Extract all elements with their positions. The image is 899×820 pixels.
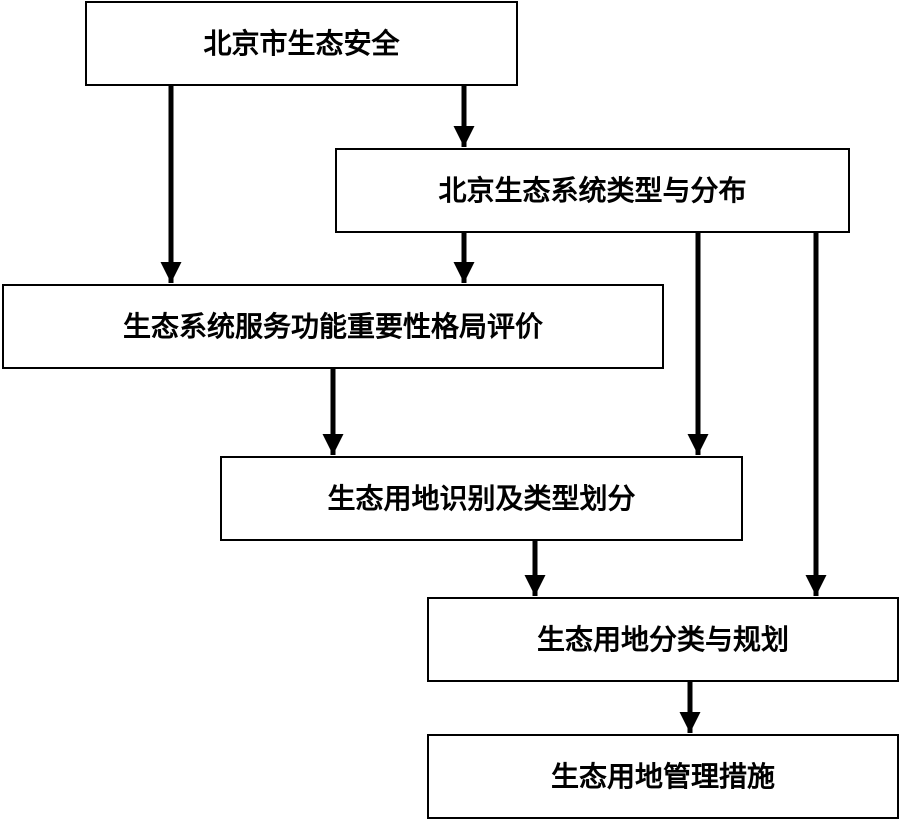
- node-ecosystem-types-distribution: 北京生态系统类型与分布: [335, 148, 850, 233]
- node-ecological-land-classification-planning: 生态用地分类与规划: [427, 597, 899, 682]
- node-label: 北京市生态安全: [203, 26, 400, 60]
- node-beijing-ecological-security: 北京市生态安全: [85, 1, 518, 86]
- node-label: 生态系统服务功能重要性格局评价: [122, 309, 543, 343]
- node-ecological-land-identification: 生态用地识别及类型划分: [220, 456, 743, 541]
- node-ecological-land-management: 生态用地管理措施: [427, 734, 899, 819]
- node-label: 生态用地分类与规划: [536, 622, 789, 656]
- node-label: 北京生态系统类型与分布: [438, 173, 747, 207]
- node-ecosystem-service-evaluation: 生态系统服务功能重要性格局评价: [2, 284, 664, 369]
- node-label: 生态用地识别及类型划分: [327, 481, 636, 515]
- node-label: 生态用地管理措施: [550, 759, 775, 793]
